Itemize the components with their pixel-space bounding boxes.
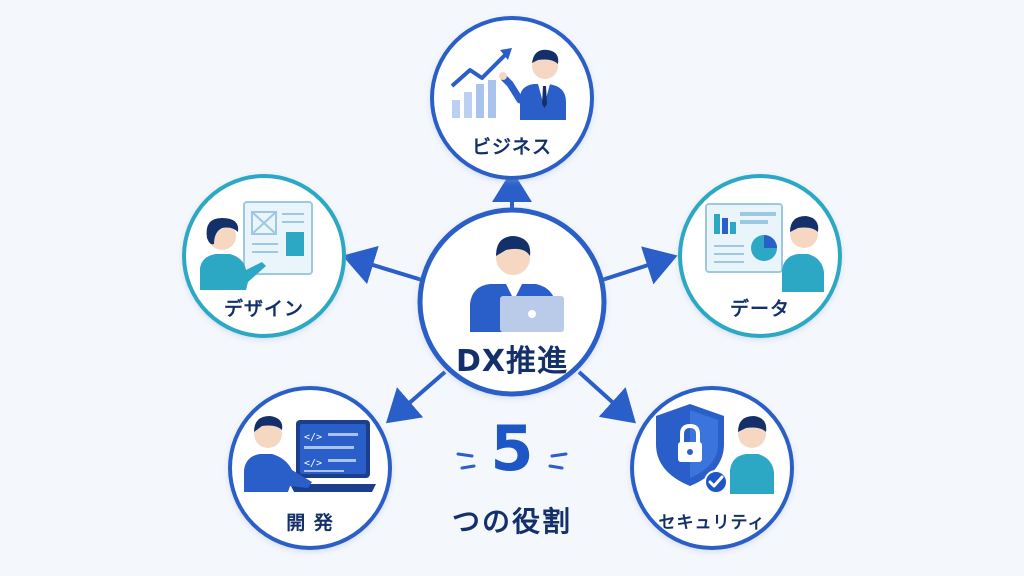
svg-text:</>: </> — [304, 458, 322, 469]
node-center-dx — [417, 207, 607, 397]
arrow-to-development — [385, 370, 447, 424]
role-label-development: 開 発 — [286, 512, 334, 534]
arrow-to-security — [577, 370, 636, 424]
arrow-to-data — [601, 246, 678, 285]
growth-chart-icon — [450, 48, 512, 118]
arrow-to-design — [342, 245, 423, 285]
node-design — [182, 174, 346, 338]
svg-text:</>: </> — [304, 432, 322, 443]
businessman-icon — [499, 49, 566, 120]
wireframe-board-icon — [243, 201, 313, 275]
node-data — [678, 174, 842, 338]
node-development: </> </> — [228, 386, 392, 550]
dashboard-icon — [705, 203, 783, 273]
connector-arrows — [342, 170, 678, 424]
role-label-business: ビジネス — [471, 136, 552, 158]
node-security — [630, 386, 794, 550]
developer-icon — [244, 416, 312, 492]
role-label-security: セキュリティ — [658, 513, 766, 533]
code-monitor-icon: </> </> — [290, 420, 376, 492]
analyst-icon — [782, 216, 824, 292]
node-business — [430, 16, 594, 180]
center-label: DX推進 — [455, 344, 569, 379]
emphasis-marks-icon — [456, 452, 568, 470]
roles-count-number: 5 — [490, 412, 534, 485]
security-officer-icon — [730, 416, 774, 494]
check-badge-icon — [704, 470, 728, 494]
role-label-design: デザイン — [223, 298, 304, 320]
shield-lock-icon — [656, 404, 724, 486]
roles-count-caption: つの役割 — [451, 505, 572, 538]
role-label-data: データ — [729, 298, 790, 320]
leader-with-laptop-icon — [470, 236, 564, 332]
designer-icon — [200, 218, 266, 290]
